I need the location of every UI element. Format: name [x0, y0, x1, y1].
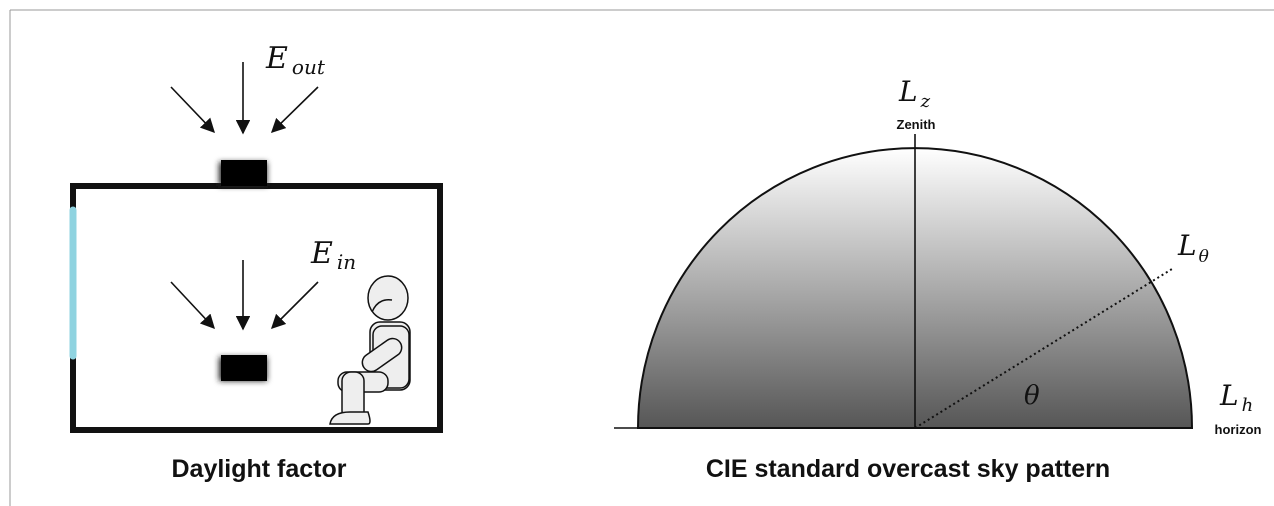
indoor-sensor	[221, 355, 267, 381]
theta-line	[914, 268, 1173, 429]
horizon-label: horizon	[1215, 422, 1262, 437]
seated-person-figure	[329, 275, 411, 425]
outdoor-arrow-left	[170, 86, 215, 134]
outdoor-arrow-right	[270, 86, 319, 134]
zenith-label: Zenith	[897, 117, 936, 132]
indoor-arrow-left	[170, 281, 215, 330]
outdoor-sensor	[221, 160, 267, 186]
indoor-arrow-right	[270, 281, 319, 330]
theta-angle-label: θ	[1024, 381, 1040, 411]
daylight-factor-caption: Daylight factor	[171, 455, 346, 483]
cie-sky-caption: CIE standard overcast sky pattern	[706, 455, 1110, 483]
